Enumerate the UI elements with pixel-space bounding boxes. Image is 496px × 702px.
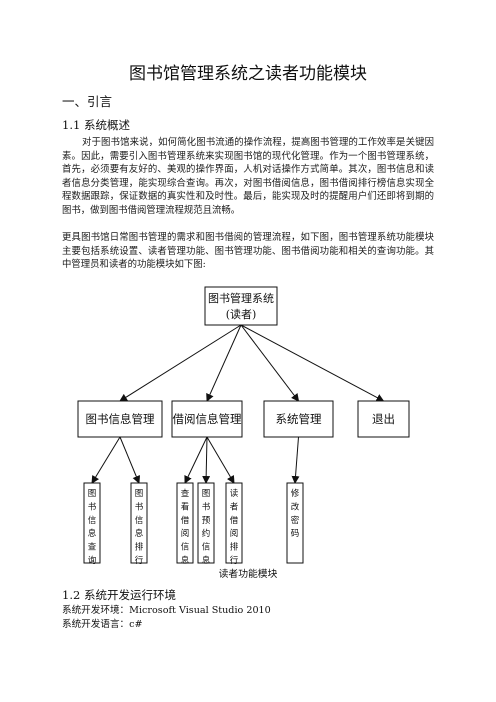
module-label-1: 借阅信息管理 bbox=[173, 412, 242, 426]
leaf-label-1-0: 查看借阅信息 bbox=[181, 488, 190, 566]
module-box-2 bbox=[263, 400, 334, 438]
leaf-label-1-2: 读者借阅排行 bbox=[230, 488, 239, 566]
module-box-1 bbox=[171, 400, 243, 438]
leaf-box-1-0 bbox=[176, 482, 194, 564]
edge-root-to-module-3 bbox=[240, 324, 385, 402]
diagram-caption: 读者功能模块 bbox=[218, 569, 278, 580]
edge-module-1-child-2 bbox=[206, 436, 235, 484]
edge-root-to-module-0 bbox=[119, 324, 242, 402]
module-label-2: 系统管理 bbox=[276, 412, 322, 426]
leaf-label-0-1: 图书信息排行 bbox=[135, 489, 144, 566]
leaf-box-1-1 bbox=[197, 482, 215, 564]
edge-module-0-child-1 bbox=[119, 436, 141, 484]
module-label-0: 图书信息管理 bbox=[86, 412, 155, 426]
edge-module-2-child-0 bbox=[291, 436, 300, 484]
page-title: 图书馆管理系统之读者功能模块 bbox=[129, 64, 367, 84]
module-label-3: 退出 bbox=[372, 412, 395, 426]
root-node-box bbox=[204, 286, 278, 326]
leaf-label-2-0: 修改密码 bbox=[291, 488, 300, 539]
leaf-box-1-2 bbox=[225, 482, 243, 564]
module-box-0 bbox=[77, 400, 163, 438]
overview-paragraph: 对于图书馆来说，如何简化图书流通的操作流程，提高图书管理的工作效率是关键因素。因… bbox=[62, 137, 434, 216]
root-node-sublabel: (读者) bbox=[226, 307, 257, 321]
module-box-3 bbox=[357, 400, 410, 438]
edge-root-to-module-2 bbox=[240, 324, 300, 402]
root-node-label: 图书管理系统 bbox=[208, 291, 274, 305]
leaf-label-0-0: 图书信息查询 bbox=[88, 489, 97, 566]
module-intro-paragraph: 更具图书馆日常图书管理的需求和图书借阅的管理流程，如下图，图书管理系统功能模块主… bbox=[62, 232, 434, 271]
section-heading-environment: 1.2 系统开发运行环境 bbox=[62, 588, 176, 602]
edge-module-1-child-0 bbox=[184, 436, 208, 484]
leaf-box-0-0 bbox=[83, 482, 101, 564]
leaf-label-1-1: 图书预约信息 bbox=[202, 489, 211, 566]
edge-module-1-child-1 bbox=[202, 436, 211, 484]
leaf-box-0-1 bbox=[130, 482, 148, 564]
edge-root-to-module-1 bbox=[206, 324, 242, 402]
section-heading-intro: 一、引言 bbox=[62, 94, 113, 109]
edge-module-0-child-0 bbox=[91, 436, 121, 484]
dev-language-line: 系统开发语言：c# bbox=[62, 619, 143, 630]
dev-environment-line: 系统开发环境：Microsoft Visual Studio 2010 bbox=[62, 605, 271, 616]
leaf-box-2-0 bbox=[286, 482, 304, 564]
section-heading-overview: 1.1 系统概述 bbox=[62, 118, 130, 132]
